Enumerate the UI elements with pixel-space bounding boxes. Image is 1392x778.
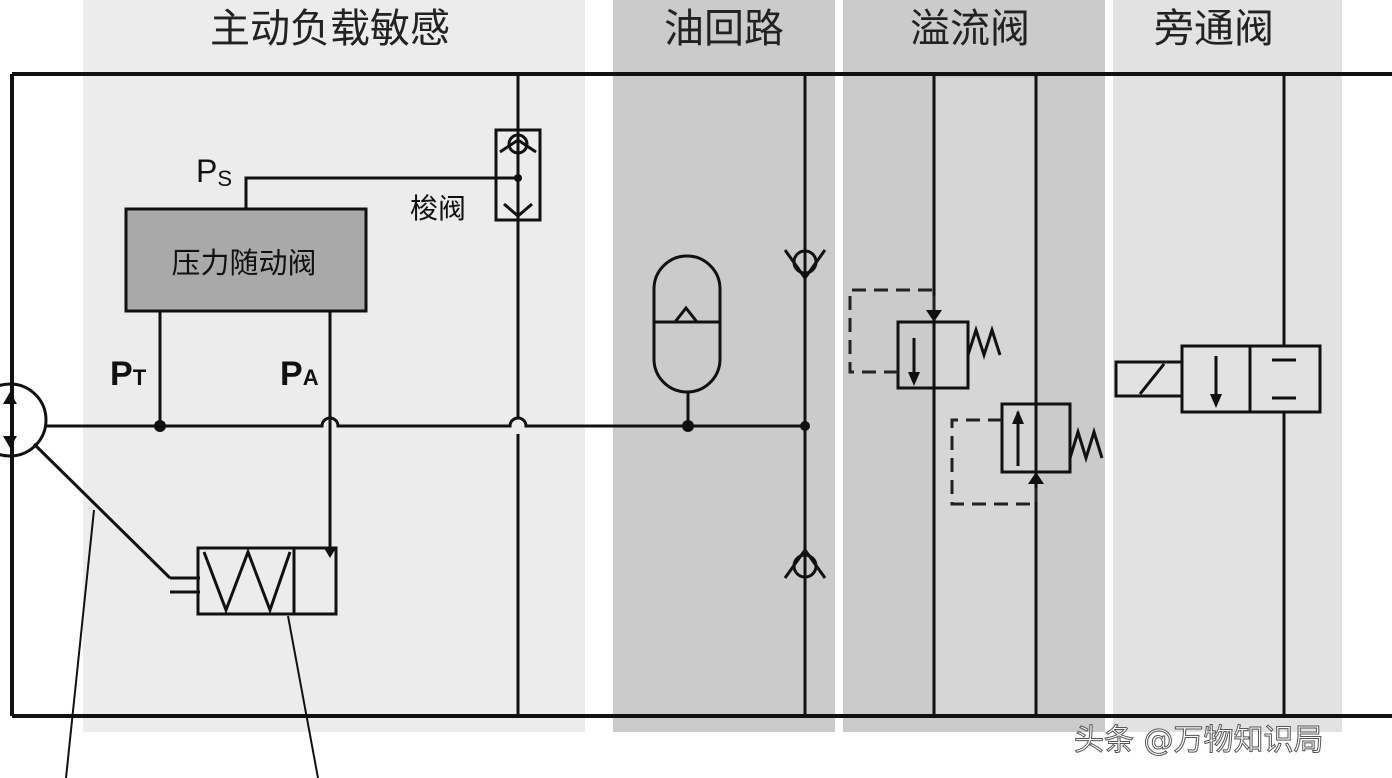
relief-valve-2-pilot-line [950,418,1038,506]
main-pressure-line [46,416,805,428]
pressure-follow-valve-label: 压力随动阀 [171,246,316,280]
accumulator-junction-dot [682,420,694,432]
relief-valve-1-arrow-icon [908,372,920,386]
title-bypass-valve: 旁通阀 [1154,6,1274,52]
relief-valve-2-pilot-arrow-icon [1028,472,1044,484]
ps-label-main: P [196,153,217,189]
pt-label-sub: T [133,365,147,390]
pt-junction-dot [154,420,166,432]
pump-swash-line [32,442,172,580]
shuttle-valve-seat-top-icon [499,138,537,154]
pump-arrow-down-icon [3,436,17,448]
pressure-follow-valve-box [124,207,368,313]
leader-line-cylinder [287,615,319,778]
pa-label: PA [280,355,319,393]
pa-label-main: P [280,355,303,393]
band-bypass-valve [1113,0,1342,732]
check-valve-lower-seat-icon [783,547,827,579]
shuttle-valve-label: 梭阀 [410,192,466,225]
control-cylinder-spring-icon [202,547,292,615]
shuttle-junction-dot [514,174,522,182]
pt-label-main: P [110,355,133,393]
ps-label-sub: S [217,166,232,191]
accumulator-arrow-icon [671,305,701,324]
ps-signal-line [244,176,518,209]
relief-valve-2-spring-icon [1068,426,1104,464]
ps-label: PS [196,153,232,191]
pa-label-sub: A [303,365,319,390]
band-active-load-sensing [83,0,585,732]
control-cylinder-port-arrow-icon [324,548,336,558]
band-oil-return [613,0,835,732]
check-valve-upper-seat-icon [783,249,827,281]
relief-valve-2-arrow-icon [1012,410,1024,424]
pump-arrow-up-icon [3,392,17,404]
band-relief-valve-inner [936,78,1036,715]
title-relief-valve: 溢流阀 [910,6,1030,52]
pump-symbol [0,382,48,458]
pt-label: PT [110,355,147,393]
oil-return-junction-dot [800,421,810,431]
relief-valve-1-pilot-arrow-icon [926,310,942,322]
leader-line-pump [65,509,95,778]
relief-valve-1-pilot-line [848,288,936,374]
shuttle-valve-body [494,128,542,222]
title-active-load-sensing: 主动负载敏感 [210,6,450,52]
bypass-valve-solenoid-slash [1138,363,1166,395]
control-cylinder-body [196,546,338,616]
bypass-valve-flow-arrow-icon [1210,394,1222,408]
relief-valve-1-spring-icon [966,325,1002,360]
title-oil-return: 油回路 [664,6,784,52]
watermark-text: 头条 @万物知识局 [1074,723,1324,758]
